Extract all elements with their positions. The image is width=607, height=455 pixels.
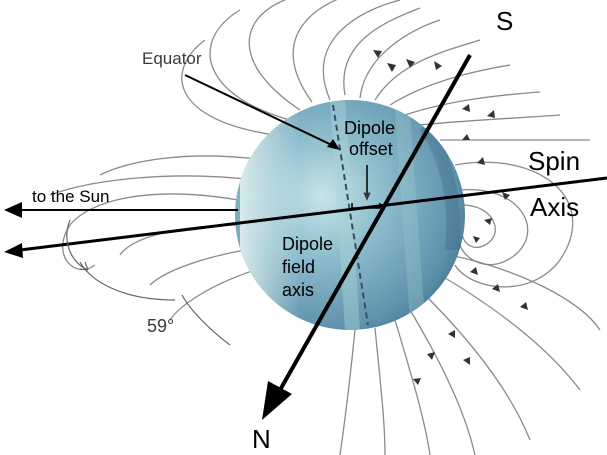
field-line: [409, 309, 476, 455]
field-axis-label-line2: field: [282, 257, 315, 277]
field-line: [394, 319, 431, 455]
field-line: [339, 329, 356, 455]
field-line: [374, 39, 481, 101]
field-line: [459, 189, 529, 266]
field-line: [149, 249, 246, 286]
field-line: [248, 0, 301, 111]
field-arrow: [462, 134, 470, 140]
field-arrow: [502, 192, 510, 200]
tilt-angle-label: 59°: [147, 316, 174, 336]
field-line: [424, 294, 531, 441]
dipole-offset-bracket: [351, 203, 381, 209]
spin-axis: [4, 176, 607, 258]
spin-axis-label-line2: Axis: [530, 192, 579, 222]
field-arrow: [492, 284, 500, 292]
field-arrow: [477, 157, 485, 165]
field-arrow: [387, 63, 396, 72]
rotation-curl-icon: [66, 219, 89, 271]
equator-pointer: [184, 74, 339, 149]
field-arrow: [487, 110, 495, 118]
field-arrow: [373, 50, 382, 58]
field-line: [461, 204, 496, 248]
field-line: [359, 19, 441, 99]
tilt-angle-arc-upper: [181, 294, 231, 346]
dipole-offset-label-line2: offset: [349, 139, 393, 159]
to-the-sun-arrow: [4, 202, 238, 218]
field-line: [374, 327, 386, 455]
north-pole-label: N: [252, 424, 271, 454]
field-arrow: [473, 236, 480, 243]
field-arrow: [434, 61, 442, 70]
tilt-angle-arc: [79, 261, 176, 301]
field-direction-arrows: [373, 50, 528, 385]
field-line: [99, 155, 266, 176]
field-line: [449, 254, 601, 331]
field-arrow: [462, 104, 470, 112]
south-pole-label: S: [496, 6, 513, 36]
to-the-sun-label: to the Sun: [32, 187, 110, 206]
field-line: [209, 9, 291, 121]
equator-label: Equator: [142, 49, 202, 68]
field-line: [292, 0, 338, 103]
dipole-offset-label-line1: Dipole: [344, 118, 395, 138]
spin-axis-label-line1: Spin: [528, 146, 580, 176]
field-line: [62, 193, 239, 271]
dipole-field-axis: [262, 54, 472, 420]
field-line: [49, 175, 256, 196]
field-line: [322, 0, 401, 101]
field-axis-label-line1: Dipole: [282, 234, 333, 254]
field-arrow: [484, 218, 492, 225]
field-line: [419, 114, 561, 126]
field-line: [439, 274, 581, 391]
field-arrow: [463, 357, 470, 365]
field-arrow: [413, 378, 421, 385]
planet-bands: [240, 100, 461, 330]
field-line: [169, 269, 256, 321]
field-arrow: [520, 302, 528, 310]
field-line: [389, 64, 511, 106]
field-arrow: [406, 59, 415, 68]
equator-pointer-head: [327, 139, 340, 150]
field-arrow: [427, 352, 435, 360]
field-arrow: [448, 330, 455, 338]
field-line: [343, 7, 421, 96]
dipole-dashed-line: [332, 104, 369, 326]
field-line: [454, 161, 574, 288]
field-axis-label-line3: axis: [282, 280, 314, 300]
field-line: [404, 91, 541, 116]
field-line: [181, 39, 276, 136]
field-arrow: [470, 267, 478, 275]
